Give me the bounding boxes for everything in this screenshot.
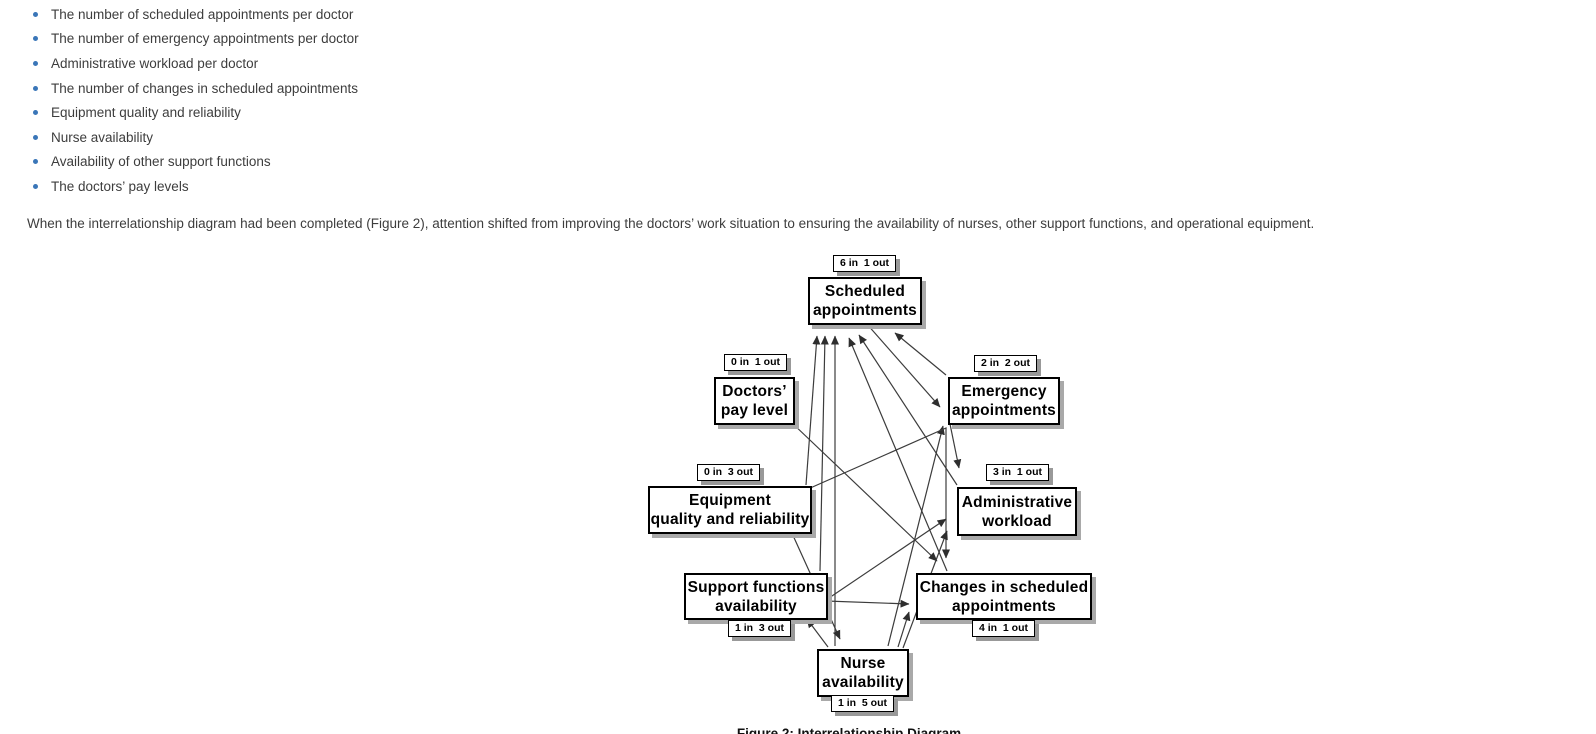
list-item: Equipment quality and reliability — [27, 100, 359, 125]
bullet-icon — [33, 36, 38, 42]
arrow-nurse-availability-to-support-functions-availability — [806, 618, 829, 648]
arrow-equipment-quality-and-reliability-to-scheduled-appointments — [805, 335, 821, 486]
node-administrative-workload: Administrative workload — [957, 487, 1077, 536]
intro-paragraph: When the interrelationship diagram had b… — [27, 216, 1315, 231]
badge-equipment-quality-and-reliability: 0 in 3 out — [697, 464, 761, 481]
list-item: The number of scheduled appointments per… — [27, 2, 359, 27]
bullet-icon — [33, 85, 38, 91]
arrow-support-functions-availability-to-changes-in-scheduled-appointments — [825, 599, 910, 608]
node-emergency-appointments: Emergency appointments — [948, 377, 1060, 425]
node-doctors-pay-level: Doctors’ pay level — [714, 377, 795, 425]
node-label: workload — [982, 512, 1052, 530]
bullet-icon — [33, 60, 38, 66]
list-item-text: The number of changes in scheduled appoi… — [51, 80, 358, 96]
node-support-functions-availability: Support functions availability — [684, 573, 828, 620]
node-label: availability — [822, 674, 904, 691]
list-item: Administrative workload per doctor — [27, 51, 359, 76]
bullet-icon — [33, 159, 38, 165]
node-label: appointments — [951, 402, 1056, 419]
list-item-text: Availability of other support functions — [51, 154, 271, 170]
node-label: pay level — [720, 402, 789, 419]
bullet-icon — [33, 11, 38, 17]
bullet-icon — [33, 183, 38, 189]
node-equipment-quality-and-reliability: Equipment quality and reliability — [648, 486, 812, 534]
node-nurse-availability: Nurse availability — [817, 649, 909, 697]
node-label: Scheduled — [824, 283, 906, 300]
badge-administrative-workload: 3 in 1 out — [986, 464, 1050, 481]
badge-emergency-appointments: 2 in 2 out — [974, 355, 1038, 372]
arrow-changes-in-scheduled-appointments-to-scheduled-appointments — [848, 337, 948, 572]
node-label: Emergency — [961, 383, 1047, 400]
bullet-list: The number of scheduled appointments per… — [27, 2, 359, 199]
arrow-doctors-pay-level-to-changes-in-scheduled-appointments — [790, 421, 938, 562]
arrow-emergency-appointments-to-scheduled-appointments — [894, 332, 947, 376]
arrow-equipment-quality-and-reliability-to-changes-in-scheduled-appointments — [807, 427, 950, 559]
node-label: Support functions — [687, 578, 825, 596]
arrow-nurse-availability-to-changes-in-scheduled-appointments — [897, 611, 911, 648]
arrow-administrative-workload-to-scheduled-appointments — [858, 334, 958, 486]
node-label: Doctors’ — [722, 383, 787, 400]
bullet-icon — [33, 134, 38, 140]
node-changes-in-scheduled-appointments: Changes in scheduled appointments — [916, 573, 1092, 620]
badge-changes-in-scheduled-appointments: 4 in 1 out — [972, 620, 1036, 637]
list-item-text: The number of scheduled appointments per… — [51, 6, 354, 22]
node-label: Changes in scheduled — [919, 578, 1089, 596]
list-item: Availability of other support functions — [27, 150, 359, 175]
list-item: The number of emergency appointments per… — [27, 27, 359, 52]
node-scheduled-appointments: Scheduled appointments — [808, 277, 922, 325]
arrow-scheduled-appointments-to-emergency-appointments — [865, 322, 941, 408]
arrow-support-functions-availability-to-administrative-workload — [825, 518, 947, 601]
list-item: The doctors’ pay levels — [27, 174, 359, 199]
figure-caption: Figure 2: Interrelationship Diagram — [736, 726, 962, 734]
list-item-text: The number of emergency appointments per… — [51, 31, 359, 47]
bullet-icon — [33, 110, 38, 116]
node-label: Equipment — [689, 492, 771, 509]
arrow-emergency-appointments-to-administrative-workload — [949, 423, 962, 469]
node-label: availability — [715, 597, 797, 615]
node-label: appointments — [951, 597, 1056, 615]
badge-scheduled-appointments: 6 in 1 out — [833, 255, 897, 272]
list-item-text: The doctors’ pay levels — [51, 178, 189, 194]
node-label: Nurse — [840, 655, 886, 672]
badge-support-functions-availability: 1 in 3 out — [728, 620, 792, 637]
arrow-nurse-availability-to-emergency-appointments — [887, 425, 945, 647]
list-item: The number of changes in scheduled appoi… — [27, 76, 359, 101]
arrow-support-functions-availability-to-scheduled-appointments — [819, 335, 829, 572]
list-item: Nurse availability — [27, 125, 359, 150]
node-label: Administrative — [961, 493, 1073, 511]
badge-nurse-availability: 1 in 5 out — [831, 695, 895, 712]
list-item-text: Nurse availability — [51, 129, 154, 145]
node-label: appointments — [812, 302, 917, 319]
node-label: quality and reliability — [650, 511, 810, 528]
list-item-text: Administrative workload per doctor — [51, 55, 259, 71]
badge-doctors-pay-level: 0 in 1 out — [724, 354, 788, 371]
list-item-text: Equipment quality and reliability — [51, 105, 241, 121]
